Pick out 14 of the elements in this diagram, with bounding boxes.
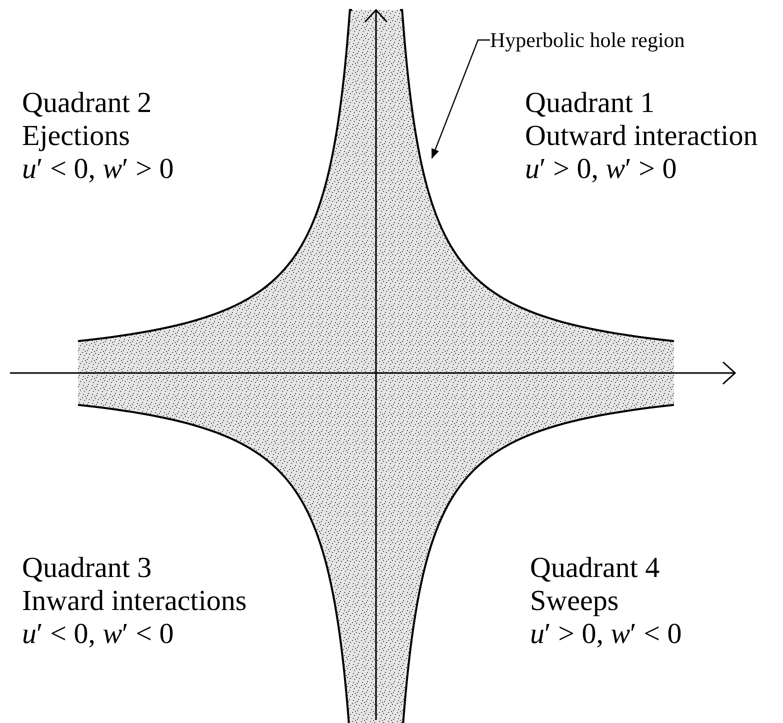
quadrant-title: Quadrant 3 <box>22 552 152 585</box>
quadrant-description: Ejections <box>22 120 130 153</box>
quadrant-title: Quadrant 1 <box>525 87 655 120</box>
sign-condition: u′ < 0, w′ > 0 <box>22 153 174 186</box>
quadrant-title: Quadrant 4 <box>530 552 660 585</box>
quadrant-description: Outward interaction <box>525 120 758 153</box>
quadrant-description: Inward interactions <box>22 585 247 618</box>
quadrant-title: Quadrant 2 <box>22 87 152 120</box>
callout-text: Hyperbolic hole region <box>490 28 685 52</box>
sign-condition: u′ > 0, w′ < 0 <box>530 618 682 651</box>
sign-condition: u′ < 0, w′ < 0 <box>22 618 174 651</box>
leader-line <box>431 39 490 159</box>
quadrant-description: Sweeps <box>530 585 619 618</box>
sign-condition: u′ > 0, w′ > 0 <box>525 153 677 186</box>
